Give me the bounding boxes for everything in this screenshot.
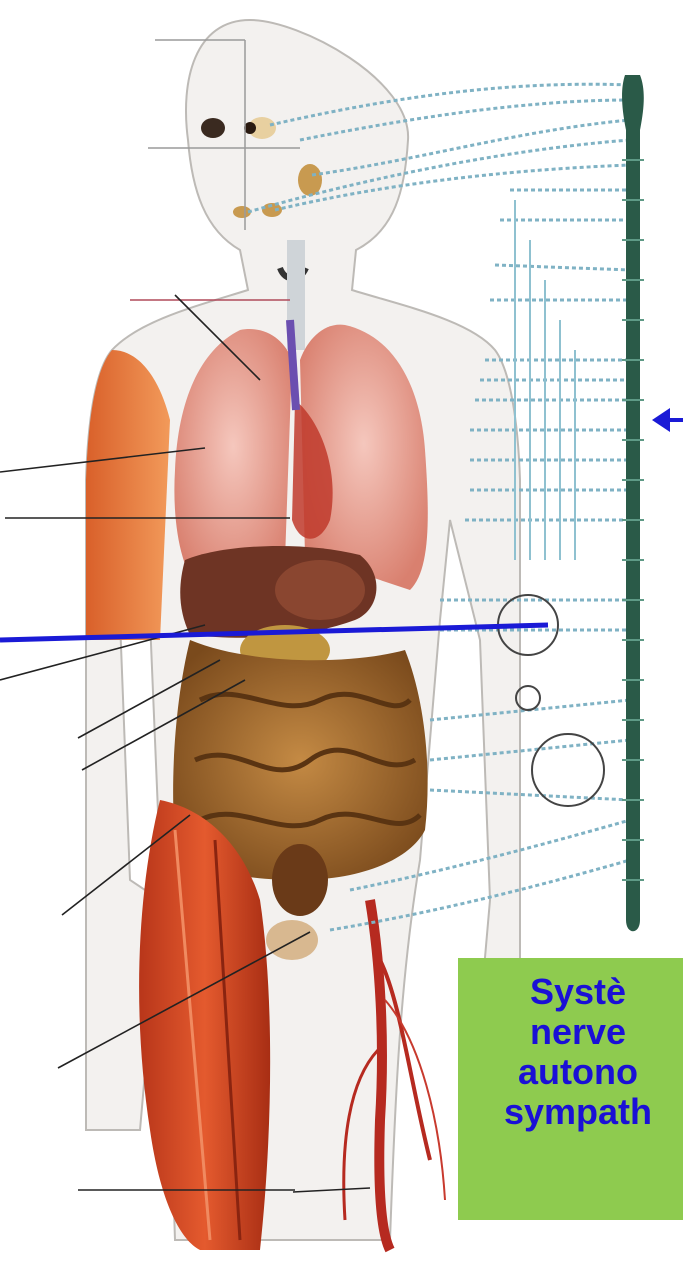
caption-line: autono: [458, 1052, 683, 1092]
caption-line: sympath: [458, 1092, 683, 1132]
caption-box: Systè nerve autono sympath: [458, 958, 683, 1220]
caption-line: nerve: [458, 1012, 683, 1052]
spinal-cord: [622, 75, 644, 931]
bladder: [266, 920, 318, 960]
pointer-arrow: [652, 408, 683, 432]
arm-muscle: [86, 350, 170, 640]
caption-line: Systè: [458, 972, 683, 1012]
